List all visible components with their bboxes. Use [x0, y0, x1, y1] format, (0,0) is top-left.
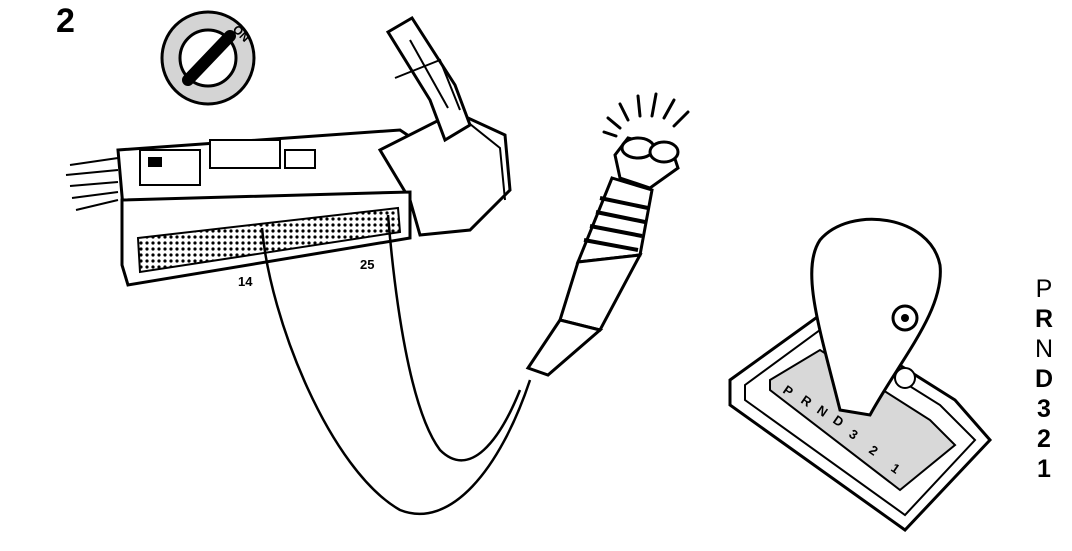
test-leads	[260, 214, 532, 516]
step-number: 2	[56, 2, 75, 40]
cable-bundle	[65, 157, 119, 211]
gear-position-2: 2	[1037, 425, 1051, 453]
gear-position-r: R	[1034, 305, 1054, 333]
gear-position-1: 1	[1037, 455, 1051, 483]
ignition-switch-icon: ON	[160, 10, 256, 106]
gear-position-d: D	[1034, 365, 1054, 393]
pin-label-14: 14	[238, 274, 253, 289]
gear-position-p: P	[1035, 275, 1053, 303]
gear-position-n: N	[1034, 335, 1054, 363]
gear-selector: P R N D 3 2 1	[728, 217, 993, 532]
gear-position-3: 3	[1037, 395, 1051, 423]
gear-position-list: P R N D 3 2 1	[1030, 274, 1058, 484]
test-lamp-probe	[525, 92, 690, 377]
ecu-connector	[116, 15, 512, 287]
pin-label-25: 25	[360, 257, 375, 272]
